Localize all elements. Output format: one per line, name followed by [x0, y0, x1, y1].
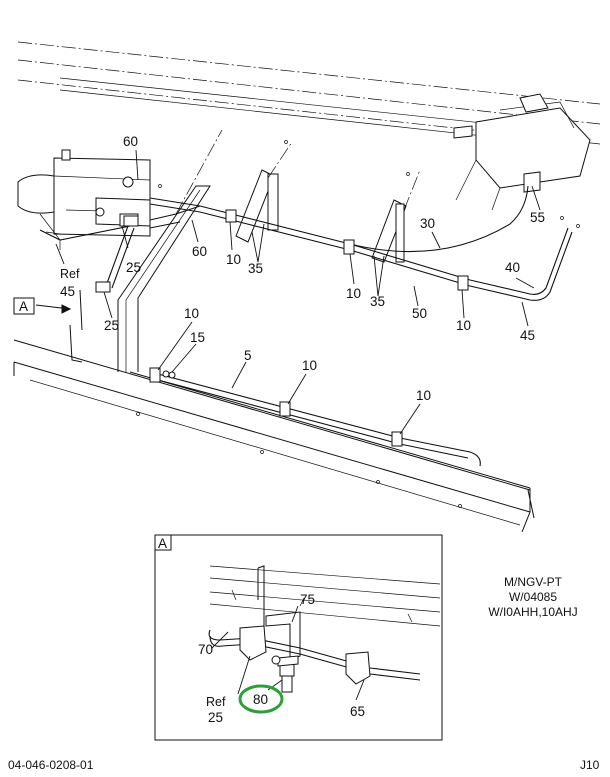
callout-10-left: 10 [226, 252, 241, 267]
upper-frame-rail [17, 41, 601, 145]
lower-frame-rail [13, 339, 535, 533]
view-a-box [13, 297, 35, 315]
detail-callout-80: 80 [253, 692, 268, 707]
callout-60-bottom: 60 [192, 244, 207, 259]
view-a-letter: A [19, 299, 28, 314]
callout-ref-45: 45 [60, 284, 75, 299]
callout-40: 40 [505, 260, 520, 275]
callout-50: 50 [412, 306, 427, 321]
application-notes: M/NGV-PT W/04085 W/I0AHH,10AHJ [468, 575, 598, 620]
mounting-brackets [175, 129, 421, 263]
callout-60-top: 60 [123, 134, 138, 149]
callout-55: 55 [530, 210, 545, 225]
callout-numbers: 60 60 10 35 10 35 30 55 40 45 50 10 25 2… [60, 134, 545, 403]
note-line-3: W/I0AHH,10AHJ [488, 605, 578, 619]
callout-10-lower-mid: 10 [302, 358, 317, 373]
document-number: 04-046-0208-01 [8, 758, 94, 772]
detail-frame [154, 534, 443, 741]
note-line-2: W/04085 [508, 590, 558, 604]
fastener-marks [136, 140, 580, 508]
air-lines [39, 185, 573, 467]
callout-10-lower-right: 10 [416, 388, 431, 403]
callout-5: 5 [244, 348, 252, 363]
highlight-ring [238, 684, 284, 714]
callout-25-upper: 25 [126, 260, 141, 275]
detail-letter-box [154, 534, 172, 551]
detail-callout-65: 65 [350, 704, 365, 719]
note-line-1: M/NGV-PT [503, 575, 562, 589]
callout-10-lower-left: 10 [184, 306, 199, 321]
detail-callout-ref: Ref [206, 695, 226, 709]
callout-45: 45 [520, 328, 535, 343]
callout-10-right: 10 [456, 318, 471, 333]
callout-25-lower: 25 [104, 318, 119, 333]
detail-callout-75: 75 [300, 592, 315, 607]
callout-ref: Ref [60, 267, 80, 281]
callout-35-left: 35 [248, 261, 263, 276]
clamps [95, 209, 469, 447]
detail-callout-70: 70 [198, 642, 213, 657]
callout-35-right: 35 [370, 294, 385, 309]
callout-15: 15 [190, 330, 205, 345]
detail-letter: A [158, 536, 167, 551]
view-a-marker: A [13, 297, 72, 315]
right-valve-assembly [453, 93, 591, 211]
detail-view-a: A 75 70 80 65 Ref [154, 534, 443, 741]
callout-10-mid: 10 [346, 286, 361, 301]
detail-callout-ref-25: 25 [208, 710, 223, 725]
cross-member [69, 185, 211, 372]
page-reference: J10 [580, 758, 600, 772]
leader-lines [55, 149, 541, 435]
callout-30: 30 [420, 216, 435, 231]
